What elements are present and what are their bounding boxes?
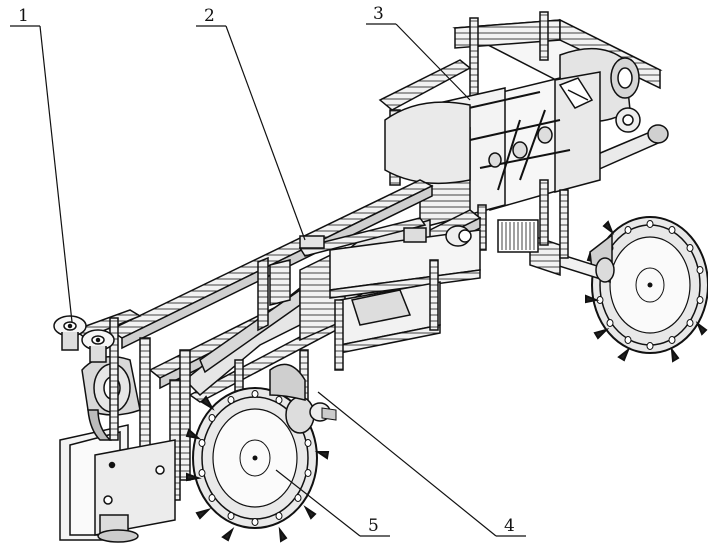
rear-axle: [529, 233, 615, 284]
seeding-disc-right: [81, 329, 115, 363]
callout-label-4: 4: [504, 516, 515, 536]
front-module: [53, 309, 176, 543]
callout-5: 5: [275, 469, 390, 537]
seeding-disc-left: [53, 315, 87, 351]
callout-2: 2: [196, 6, 306, 241]
callout-label-2: 2: [204, 6, 215, 26]
callout-3: 3: [366, 4, 471, 101]
rear-module: [378, 11, 669, 259]
front-wheel: [185, 363, 337, 543]
callout-label-3: 3: [373, 4, 384, 24]
callout-label-5: 5: [368, 516, 379, 536]
callout-label-1: 1: [18, 6, 29, 26]
callout-1: 1: [10, 6, 73, 323]
callout-4: 4: [317, 391, 526, 537]
main-frame: [108, 179, 482, 501]
rear-wheel: [585, 216, 708, 363]
